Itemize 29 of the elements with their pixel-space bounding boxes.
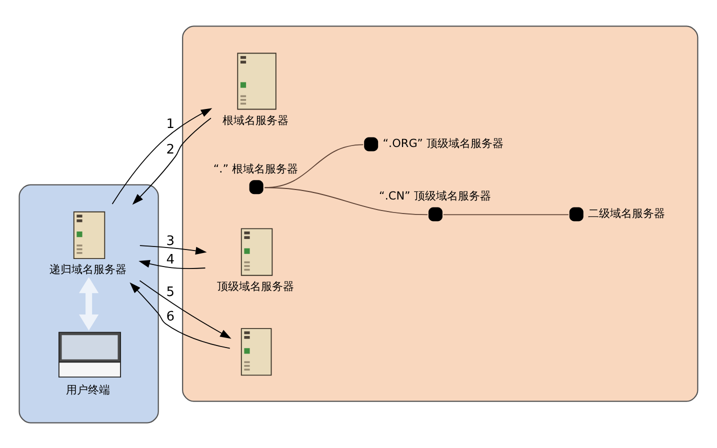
arrow (132, 117, 212, 204)
connector (442, 214, 569, 215)
node-circle (364, 136, 378, 151)
arrow (138, 259, 206, 269)
arrow (112, 108, 212, 204)
node-label: 用户终端 (66, 383, 110, 396)
cluster (18, 184, 159, 423)
arrow (139, 244, 207, 254)
node-label: 递归域名服务器 (50, 262, 127, 276)
node-circle (428, 206, 442, 221)
arrow (130, 282, 230, 348)
connector (264, 144, 364, 188)
arrow (78, 276, 99, 330)
edge-label: 3 (166, 233, 175, 248)
node-circle (569, 206, 584, 221)
node-label: 根域名服务器 (222, 113, 289, 126)
node-label: 二级域名服务器 (588, 206, 666, 220)
node-label: “.ORG” 顶级域名服务器 (382, 136, 504, 150)
arrow (139, 280, 232, 338)
edge-label: 2 (166, 142, 175, 157)
node-label: 顶级域名服务器 (217, 279, 294, 292)
node-label: “.CN” 顶级域名服务器 (379, 188, 491, 202)
edge-label: 4 (166, 252, 175, 267)
node-label: “.” 根域名服务器 (213, 162, 298, 175)
edge-label: 1 (166, 116, 175, 132)
cluster (182, 25, 698, 402)
edge-label: 6 (166, 308, 175, 324)
node-circle (249, 180, 264, 194)
edge-label: 5 (166, 284, 175, 300)
